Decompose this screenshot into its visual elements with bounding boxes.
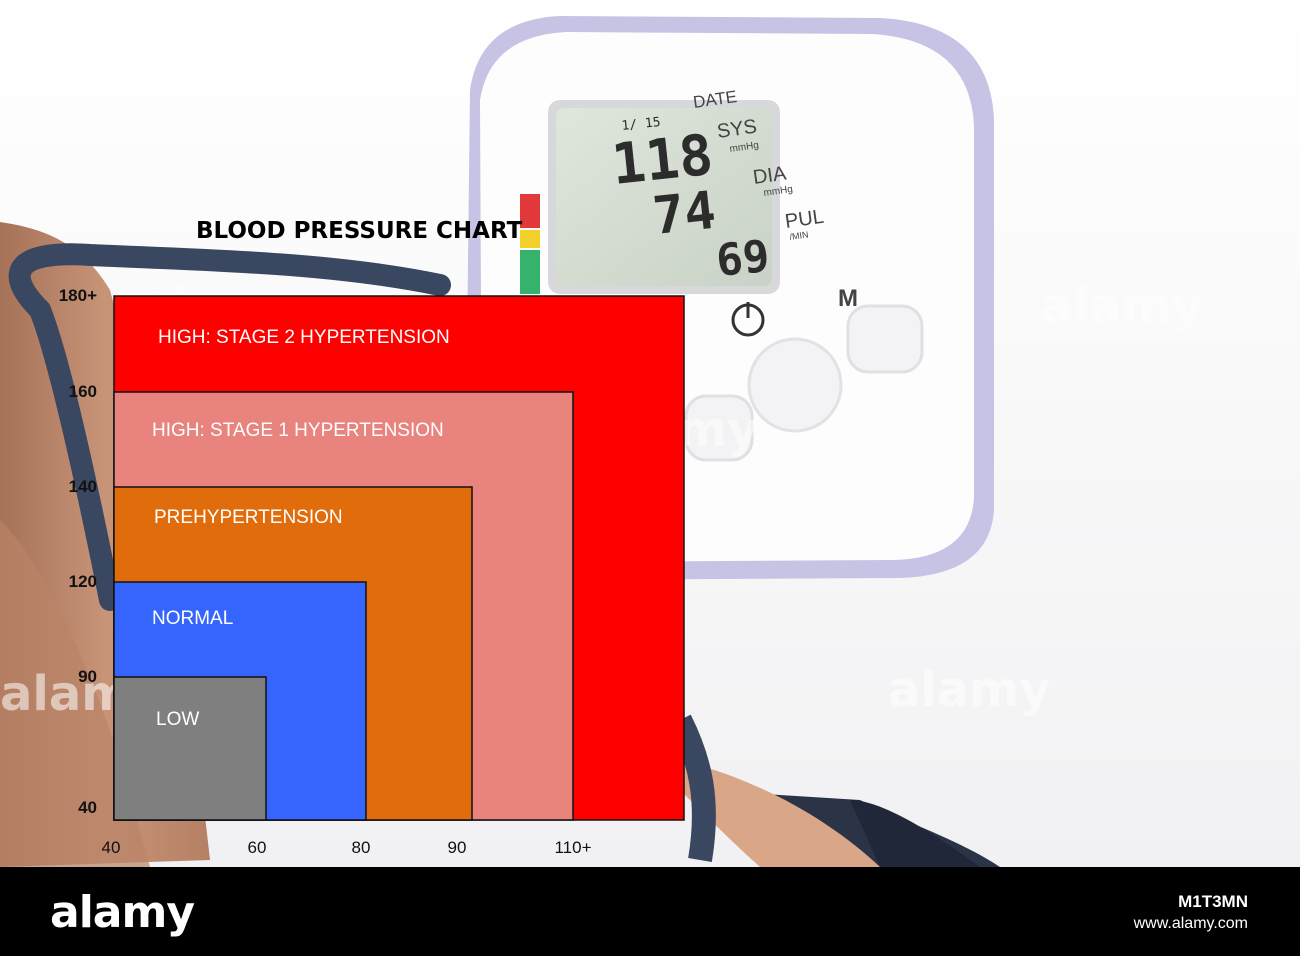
x-axis-ticks: 40 60 80 90 110+ bbox=[102, 838, 592, 857]
watermark: alamy bbox=[1040, 278, 1203, 334]
indicator-red bbox=[520, 194, 540, 228]
y-axis-ticks: 180+ 160 140 120 90 40 bbox=[59, 286, 97, 817]
x-tick-label: 80 bbox=[352, 838, 371, 857]
x-tick-label: 40 bbox=[102, 838, 121, 857]
lcd-sys: 118 bbox=[609, 123, 716, 198]
set-button bbox=[684, 394, 754, 462]
lcd-pul: 69 bbox=[714, 231, 772, 287]
y-tick-label: 160 bbox=[69, 382, 97, 401]
region-label: HIGH: STAGE 2 HYPERTENSION bbox=[158, 327, 450, 348]
y-tick-label: 90 bbox=[78, 667, 97, 686]
footer-logo: alamy bbox=[50, 887, 195, 938]
y-tick-label: 180+ bbox=[59, 286, 97, 305]
label-sys-unit: mmHg bbox=[729, 140, 760, 155]
memory-label: M bbox=[838, 285, 858, 312]
indicator-yellow bbox=[520, 230, 540, 248]
lcd-date: 1/ 15 bbox=[621, 115, 661, 134]
y-tick-label: 40 bbox=[78, 798, 97, 817]
label-pul: PUL bbox=[784, 206, 826, 233]
label-dia: DIA bbox=[752, 162, 789, 189]
chart-title: BLOOD PRESSURE CHART bbox=[196, 218, 523, 244]
power-button bbox=[747, 337, 843, 433]
y-tick-label: 120 bbox=[69, 572, 97, 591]
lcd-dia: 74 bbox=[650, 181, 719, 247]
region-low bbox=[113, 676, 267, 821]
image-id: M1T3MN bbox=[1178, 892, 1248, 911]
watermark: alamy bbox=[888, 662, 1051, 718]
x-tick-label: 90 bbox=[448, 838, 467, 857]
region-label: PREHYPERTENSION bbox=[154, 507, 343, 528]
memory-button bbox=[846, 304, 924, 374]
footer-bar: alamy M1T3MN www.alamy.com bbox=[0, 867, 1300, 956]
label-dia-unit: mmHg bbox=[763, 184, 794, 199]
region-label: NORMAL bbox=[152, 608, 233, 629]
cuff-hose bbox=[8, 243, 451, 321]
x-tick-label: 60 bbox=[248, 838, 267, 857]
region-label: HIGH: STAGE 1 HYPERTENSION bbox=[152, 420, 444, 441]
chart-regions bbox=[113, 295, 685, 821]
site-url: www.alamy.com bbox=[1133, 915, 1248, 932]
chart-region-labels: HIGH: STAGE 2 HYPERTENSION HIGH: STAGE 1 … bbox=[152, 327, 450, 730]
label-pul-unit: /MIN bbox=[789, 229, 809, 242]
y-tick-label: 140 bbox=[69, 477, 97, 496]
indicator-green bbox=[520, 250, 540, 294]
x-tick-label: 110+ bbox=[554, 838, 591, 857]
region-label: LOW bbox=[156, 709, 199, 730]
